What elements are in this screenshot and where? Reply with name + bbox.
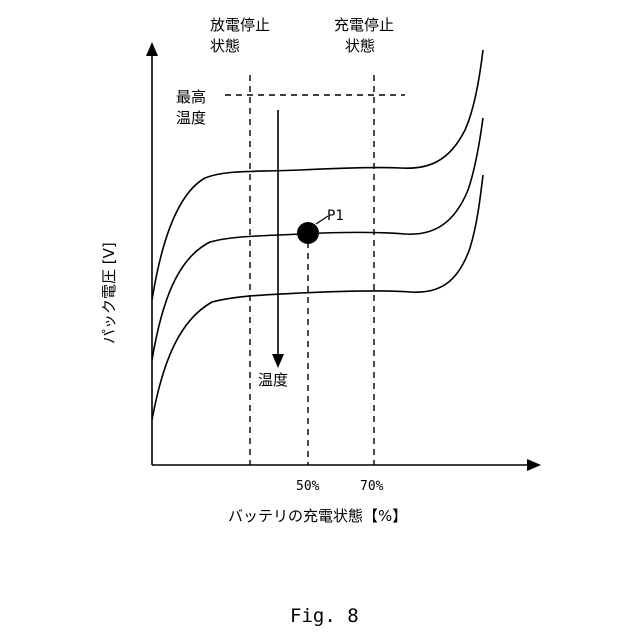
discharge-stop-label-line2: 状態: [210, 37, 240, 55]
x-axis-arrow-icon: [527, 459, 541, 471]
curve-mid-temperature: [152, 118, 483, 360]
discharge-stop-label-line1: 放電停止: [210, 16, 270, 34]
x-tick-70: 70%: [360, 479, 384, 494]
y-axis-label: パック電圧 [V]: [100, 242, 118, 344]
figure-caption: Fig. 8: [290, 605, 359, 627]
point-p1-label: P1: [327, 208, 344, 224]
x-tick-50: 50%: [296, 479, 320, 494]
y-axis-arrow-icon: [146, 42, 158, 56]
temperature-arrow-head-icon: [272, 354, 284, 368]
x-axis-label: バッテリの充電状態【%】: [228, 507, 407, 525]
max-temperature-label-line2: 温度: [176, 109, 206, 127]
curve-low-temperature: [152, 175, 483, 420]
charge-stop-label-line1: 充電停止: [334, 16, 394, 34]
point-p1-marker: [297, 222, 319, 244]
temperature-label: 温度: [258, 371, 288, 389]
charge-stop-label-line2: 状態: [345, 37, 375, 55]
max-temperature-label-line1: 最高: [176, 88, 206, 106]
